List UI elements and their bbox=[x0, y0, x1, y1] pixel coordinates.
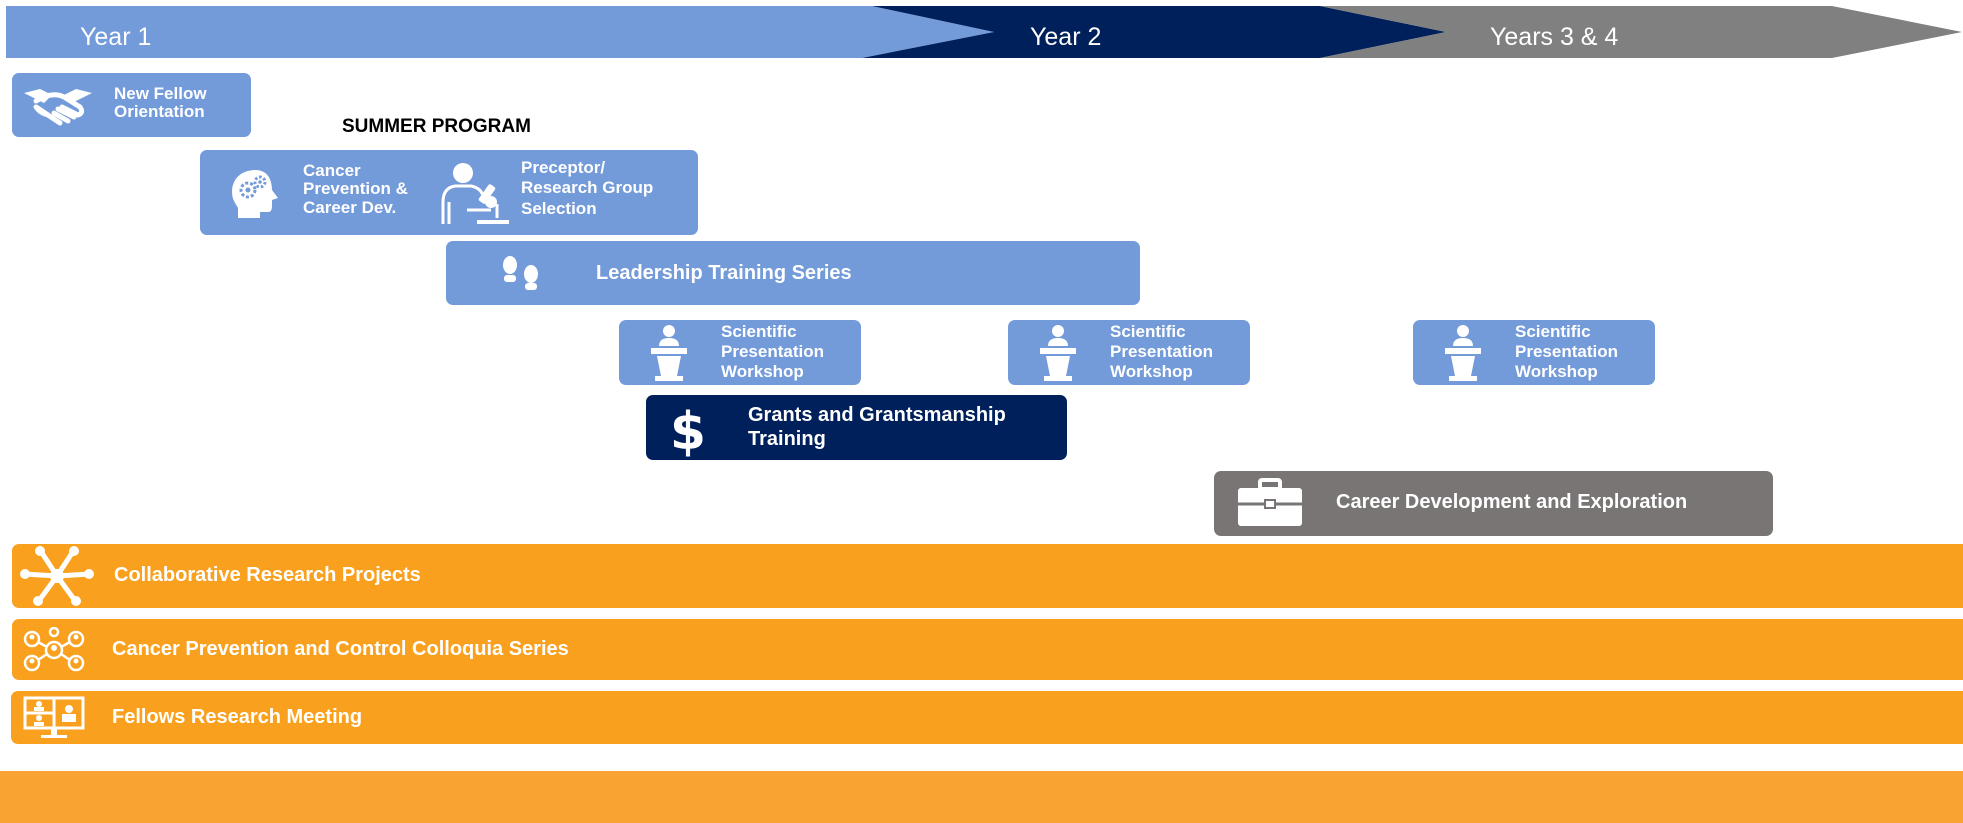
podium-speaker-icon bbox=[1038, 324, 1078, 382]
year-2-arrow bbox=[862, 6, 1446, 58]
collaborative-research-label: Collaborative Research Projects bbox=[114, 564, 421, 586]
leadership-training-label: Leadership Training Series bbox=[596, 262, 852, 284]
preceptor-selection-label: Preceptor/ Research Group Selection bbox=[521, 158, 654, 218]
podium-speaker-icon bbox=[1443, 324, 1483, 382]
scientific-presentation-workshop-2: Scientific Presentation Workshop bbox=[1008, 320, 1250, 385]
career-development-label: Career Development and Exploration bbox=[1336, 491, 1688, 513]
fellows-research-meeting-label: Fellows Research Meeting bbox=[112, 706, 363, 728]
footer-band bbox=[0, 771, 1963, 823]
scientific-presentation-workshop-1-label: Scientific Presentation Workshop bbox=[721, 322, 824, 382]
grants-training-box: $ Grants and Grantsmanship Training bbox=[646, 395, 1067, 460]
year-1-arrow bbox=[6, 6, 994, 58]
briefcase-icon bbox=[1236, 478, 1304, 528]
fellows-research-meeting-bar: Fellows Research Meeting bbox=[11, 691, 1963, 744]
timeline-header bbox=[6, 6, 1962, 58]
colloquia-series-bar: Cancer Prevention and Control Colloquia … bbox=[12, 619, 1963, 680]
year-2-label: Year 2 bbox=[1030, 23, 1102, 51]
preceptor-selection-box: Preceptor/ Research Group Selection bbox=[423, 150, 698, 235]
dollar-icon: $ bbox=[668, 399, 708, 457]
new-fellow-orientation-box: New Fellow Orientation bbox=[12, 73, 251, 137]
scientific-presentation-workshop-1: Scientific Presentation Workshop bbox=[619, 320, 861, 385]
colloquia-series-label: Cancer Prevention and Control Colloquia … bbox=[112, 638, 569, 660]
handshake-icon bbox=[22, 85, 94, 127]
head-gears-icon bbox=[230, 168, 282, 218]
cancer-prevention-career-box: Cancer Prevention & Career Dev. bbox=[200, 150, 440, 235]
scientific-presentation-workshop-2-label: Scientific Presentation Workshop bbox=[1110, 322, 1213, 382]
grants-training-label: Grants and Grantsmanship Training bbox=[748, 404, 1006, 450]
podium-speaker-icon bbox=[649, 324, 689, 382]
scientist-microscope-icon bbox=[433, 162, 513, 226]
network-people-icon bbox=[22, 627, 86, 673]
footprints-icon bbox=[500, 255, 544, 291]
video-meeting-icon bbox=[23, 696, 87, 740]
scientific-presentation-workshop-3: Scientific Presentation Workshop bbox=[1413, 320, 1655, 385]
years-3-4-arrow bbox=[1320, 6, 1962, 58]
years-3-4-label: Years 3 & 4 bbox=[1490, 23, 1619, 51]
scientific-presentation-workshop-3-label: Scientific Presentation Workshop bbox=[1515, 322, 1618, 382]
year-1-label: Year 1 bbox=[80, 23, 152, 51]
new-fellow-orientation-label: New Fellow Orientation bbox=[114, 84, 207, 122]
summer-program-heading: SUMMER PROGRAM bbox=[342, 116, 531, 137]
cancer-prevention-career-label: Cancer Prevention & Career Dev. bbox=[303, 161, 408, 217]
collaborative-research-bar: Collaborative Research Projects bbox=[12, 544, 1963, 608]
leadership-training-box: Leadership Training Series bbox=[446, 241, 1140, 305]
hands-together-icon bbox=[20, 546, 94, 606]
svg-text:$: $ bbox=[670, 402, 706, 457]
career-development-box: Career Development and Exploration bbox=[1214, 471, 1773, 536]
